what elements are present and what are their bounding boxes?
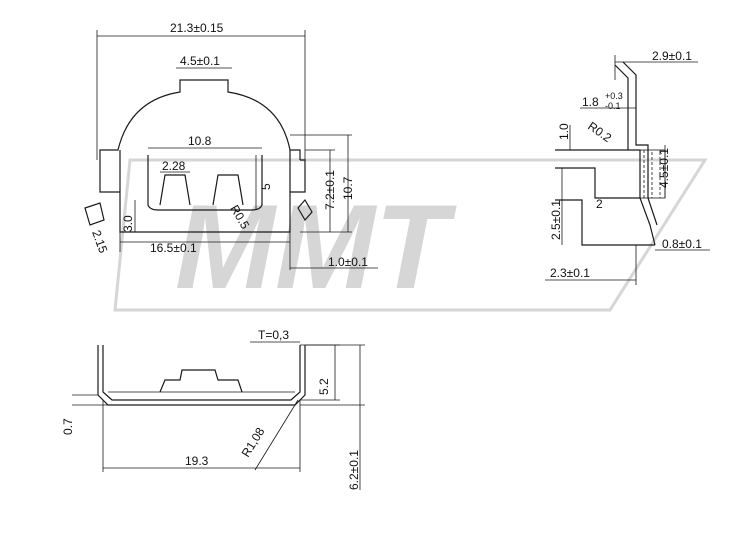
front-view-contact [159,369,243,393]
dim-opening-width: 10.8 [188,134,212,148]
top-view-right-leg [297,198,313,222]
dim-bend-radius: R1,08 [239,425,268,460]
dim-opening-height: 5 [259,183,273,190]
dim-side-height-outer: 10.7 [341,176,355,200]
dim-foot-length: 2.3±0.1 [550,266,590,280]
top-view-left-leg [84,202,105,226]
front-view: T=0,3 5.2 0.7 R1,08 19.3 6.2±0.1 [61,328,365,490]
dim-overall-width: 21.3±0.15 [170,21,224,35]
dim-contact-height: 4.5±0.1 [657,148,671,188]
dim-offset-sub: -0.1 [605,101,621,111]
dim-total-height: 6.2±0.1 [347,450,361,490]
dim-lower-height: 2.5±0.1 [549,200,563,240]
dim-thickness: T=0,3 [258,328,289,342]
dim-wall-height: 5.2 [317,378,331,395]
front-view-outer [97,345,306,406]
watermark-text: MMT [175,180,457,314]
top-view-contact-left [159,174,191,206]
dim-offset-sup: +0.3 [605,91,623,101]
top-view-side-lines [119,150,291,192]
top-view-body-outline [99,79,301,160]
dim-top-flange: 2.9±0.1 [652,49,692,63]
top-view-contact-right [212,174,244,206]
dim-contact-width: 2.28 [162,159,186,173]
dim-leg-angle: 2.15 [89,228,110,255]
dim-left-height: 3.0 [121,215,135,232]
dim-foot-thickness: 0.8±0.1 [662,237,702,251]
side-view-profile-inner [622,61,658,226]
side-view: 2.9±0.1 1.8 +0.3 -0.1 1.0 R0.2 4.5±0.1 2… [545,49,710,285]
dim-side-height-inner: 7.2±0.1 [323,170,337,210]
dim-small-height: 1.0 [557,123,571,140]
dim-side-offset: 1.0±0.1 [328,255,368,269]
dim-small-step: 2 [596,197,603,211]
top-view-opening [147,155,263,211]
dim-bend-radius-leader [254,399,299,471]
dim-base-offset: 0.7 [61,418,75,435]
front-view-inner [102,345,301,401]
watermark-frame [113,158,708,312]
side-view-hidden-lines [643,150,661,198]
side-view-lines [555,149,655,246]
dim-radius: R0.2 [585,119,614,145]
dim-width: 19.3 [185,454,209,468]
dim-inner-width: 16.5±0.1 [150,241,197,255]
dim-offset-base: 1.8 [582,95,599,109]
dim-top-tab: 4.5±0.1 [180,54,220,68]
watermark: MMT [113,158,708,314]
